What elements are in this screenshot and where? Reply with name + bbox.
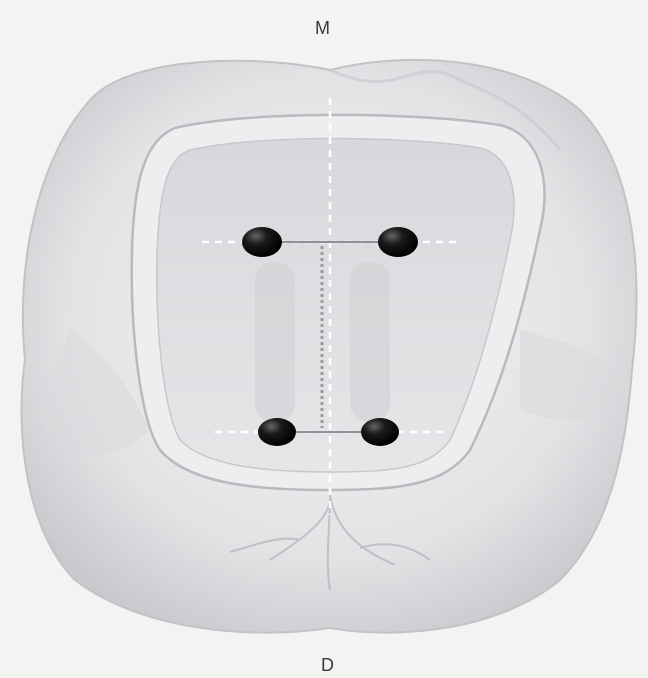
pin-hole-icon: [258, 418, 296, 446]
channel-right: [350, 262, 390, 422]
pin-hole-icon: [361, 418, 399, 446]
pin-hole-icon: [242, 227, 282, 257]
channel-left: [255, 262, 295, 422]
mesial-label: M: [315, 18, 331, 39]
distal-label: D: [321, 655, 335, 676]
pin-hole-icon: [378, 227, 418, 257]
